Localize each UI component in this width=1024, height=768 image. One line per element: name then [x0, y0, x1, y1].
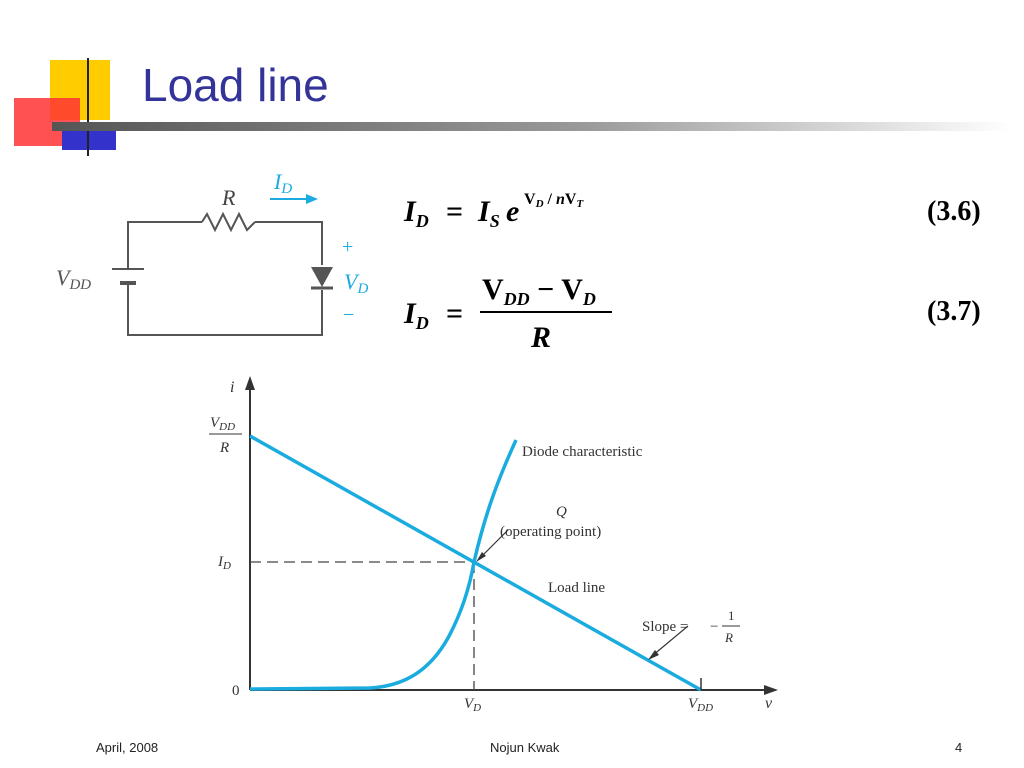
diode-voltage-label: VD [344, 269, 368, 297]
resistor [201, 211, 256, 233]
eq1-exponent: VD / nVT [524, 191, 584, 210]
eq1-exp-vt-sub: T [576, 198, 584, 210]
equation-3-7-number: (3.7) [927, 296, 981, 327]
diode-characteristic-curve [249, 439, 518, 691]
x-vdd-main: V [688, 696, 699, 712]
eq2-numerator: VDD − VD [482, 273, 596, 309]
q-leader [479, 529, 509, 559]
y-axis-arrow [245, 376, 255, 390]
eq1-is-main: I [477, 195, 491, 228]
diode-voltage-sub: D [356, 281, 368, 297]
eq1-exp-v-sub: D [535, 198, 544, 210]
eq1-exp-slash: / [544, 191, 556, 208]
equation-3-6: ID = IS e VD / nVT [403, 191, 584, 231]
title-underline [52, 122, 1012, 131]
slope-denominator: R [724, 630, 733, 645]
y-top-denominator: R [219, 440, 229, 456]
q-label: Q [556, 504, 567, 520]
minus-sign: − [343, 304, 354, 326]
y-id-sub: D [222, 560, 231, 572]
eq2-lhs-main: I [403, 297, 417, 330]
footer-date: April, 2008 [96, 740, 159, 755]
eq2-num-minus: − [530, 273, 562, 306]
slope-leader [651, 625, 689, 657]
resistor-label: R [221, 185, 236, 210]
diode-voltage-main: V [344, 269, 360, 294]
x-vd-main: V [464, 696, 475, 712]
eq1-lhs-sub: D [415, 211, 429, 231]
diode-characteristic-label: Diode characteristic [522, 444, 643, 460]
eq1-exp-v: V [524, 191, 536, 208]
source-label-sub: DD [68, 277, 91, 293]
source-label: VDD [56, 265, 91, 293]
slide-title: Load line [142, 59, 329, 111]
eq1-lhs-main: I [403, 195, 417, 228]
y-id-label: ID [217, 554, 231, 572]
eq1-is: IS [477, 195, 500, 231]
y-top-num-sub: DD [218, 421, 235, 433]
circuit-wire-right [127, 221, 323, 336]
eq2-denominator: R [530, 321, 551, 354]
y-zero-label: 0 [232, 683, 240, 699]
eq2-equals: = [446, 297, 463, 330]
plus-sign: + [342, 236, 353, 258]
diode-symbol [311, 267, 333, 287]
load-line-label: Load line [548, 580, 605, 596]
eq1-exp-n: n [556, 191, 565, 208]
y-top-num-main: V [210, 415, 221, 431]
slope-leader-arrowhead [648, 650, 659, 660]
eq2-num-v2: V [561, 273, 583, 306]
eq2-lhs-sub: D [415, 313, 429, 333]
eq2-num-v1-sub: DD [503, 289, 530, 309]
operating-point-label: (operating point) [500, 524, 601, 540]
equation-3-7: ID = VDD − VD R [403, 273, 612, 354]
eq2-num-v1: V [482, 273, 504, 306]
eq2-lhs: ID [403, 297, 429, 333]
eq2-num-v2-sub: D [582, 289, 596, 309]
x-axis-label: v [765, 695, 773, 712]
circuit-diagram: R ID VDD + VD − [56, 169, 368, 336]
slope-numerator: 1 [728, 608, 735, 623]
eq1-e: e [506, 195, 519, 228]
eq1-equals: = [446, 195, 463, 228]
corner-decoration [14, 58, 116, 156]
y-top-numerator: VDD [210, 415, 235, 433]
circuit-wire-top [127, 221, 202, 223]
footer-author: Nojun Kwak [490, 740, 560, 755]
eq1-exp-vt: V [565, 191, 577, 208]
battery-gap [118, 268, 140, 284]
x-vd-label: VD [464, 696, 481, 714]
x-axis-arrow [764, 685, 778, 695]
source-label-main: V [56, 265, 72, 290]
x-vdd-sub: DD [696, 702, 713, 714]
current-label-main: I [273, 169, 283, 194]
slope-label: Slope = [642, 619, 688, 635]
current-label: ID [273, 169, 292, 197]
eq1-lhs: ID [403, 195, 429, 231]
eq1-is-sub: S [490, 211, 500, 231]
y-id-main: I [217, 554, 224, 570]
current-label-sub: D [280, 181, 292, 197]
equation-3-6-number: (3.6) [927, 196, 981, 227]
q-leader-arrowhead [476, 552, 486, 562]
load-line-graph: i v VDD R ID 0 VD VDD Diode characterist… [209, 376, 778, 714]
x-vd-sub: D [472, 702, 481, 714]
slope-minus: − [710, 619, 718, 635]
y-axis-label: i [230, 379, 234, 396]
footer-page-number: 4 [955, 740, 963, 755]
current-arrowhead [306, 194, 318, 204]
x-vdd-label: VDD [688, 696, 713, 714]
